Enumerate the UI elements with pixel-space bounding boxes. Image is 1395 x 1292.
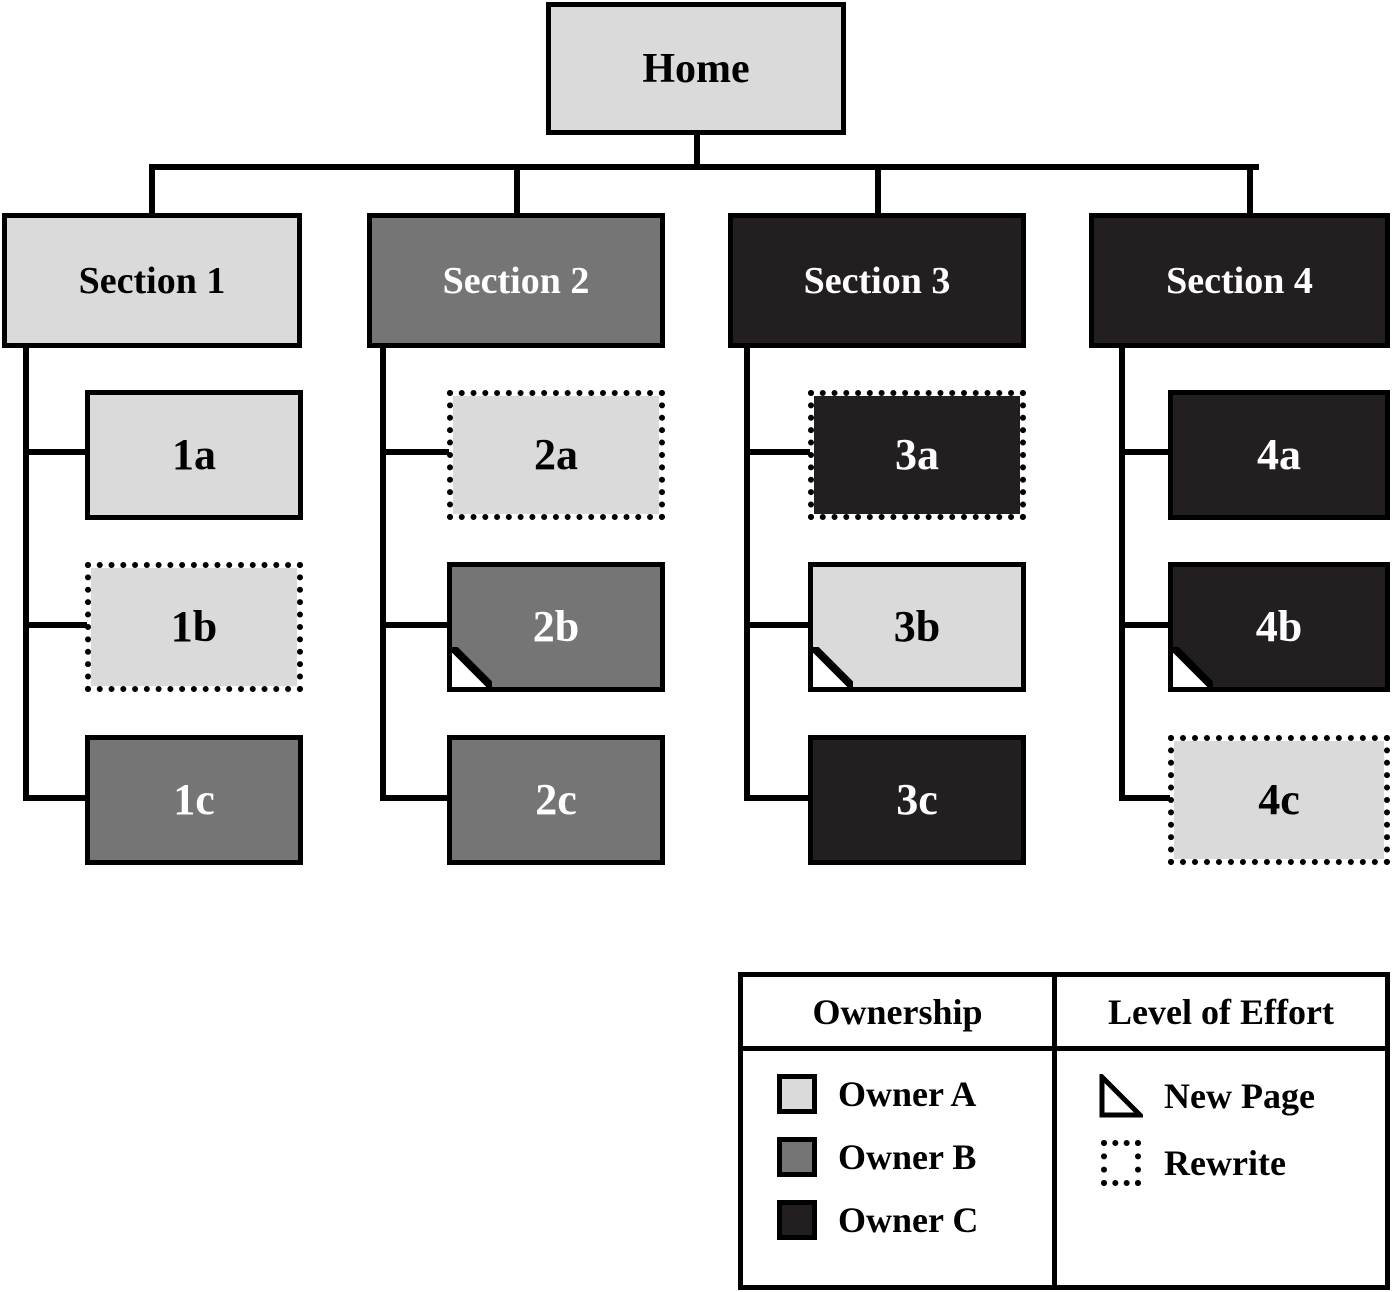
connector-trunk-section3 (744, 346, 750, 801)
connector-stub-4c (1119, 795, 1170, 801)
connector-stub-3b (744, 622, 810, 628)
connector-stub-1c (23, 795, 87, 801)
node-3b: 3b (808, 562, 1026, 692)
node-4b: 4b (1168, 562, 1390, 692)
node-2c: 2c (447, 735, 665, 865)
connector-stub-1b (23, 622, 87, 628)
node-2c-label: 2c (535, 775, 577, 824)
owner-c-swatch-icon (777, 1200, 817, 1240)
legend-effort-body: New Page Rewrite (1057, 1051, 1385, 1285)
connector-stub-1a (23, 449, 87, 455)
connector-stub-4a (1119, 449, 1170, 455)
node-section-1: Section 1 (2, 213, 302, 348)
owner-b-swatch-icon (777, 1137, 817, 1177)
node-1a-label: 1a (172, 430, 216, 479)
new-page-fold-icon (452, 647, 492, 687)
legend-item-owner-a: Owner A (777, 1073, 1052, 1115)
node-4c: 4c (1168, 735, 1390, 865)
connector-section1-stub (149, 168, 155, 213)
node-section-1-label: Section 1 (78, 259, 226, 302)
legend-item-new-page: New Page (1099, 1073, 1385, 1119)
node-3a-label: 3a (895, 430, 939, 479)
node-section-4-label: Section 4 (1166, 259, 1313, 302)
node-2a-label: 2a (534, 430, 578, 479)
node-3c: 3c (808, 735, 1026, 865)
rewrite-icon (1099, 1140, 1143, 1186)
rewrite-label: Rewrite (1164, 1143, 1286, 1183)
connector-trunk-section2 (380, 346, 386, 801)
node-1c: 1c (85, 735, 303, 865)
node-4c-label: 4c (1258, 775, 1300, 824)
new-page-fold-icon (813, 647, 853, 687)
node-1c-label: 1c (173, 775, 215, 824)
connector-main-horizontal (149, 164, 1259, 170)
node-1b-label: 1b (170, 602, 218, 651)
node-2b-label: 2b (532, 602, 580, 651)
node-4b-label: 4b (1255, 602, 1303, 651)
connector-stub-3a (744, 449, 810, 455)
node-section-3-label: Section 3 (803, 259, 951, 302)
legend-item-rewrite: Rewrite (1099, 1140, 1385, 1186)
connector-stub-3c (744, 795, 810, 801)
legend-item-owner-c: Owner C (777, 1199, 1052, 1241)
legend-ownership-header: Ownership (743, 977, 1057, 1051)
connector-stub-2b (380, 622, 449, 628)
connector-section4-stub (1247, 168, 1253, 213)
legend-ownership-title: Ownership (812, 991, 983, 1032)
node-section-3: Section 3 (728, 213, 1026, 348)
node-2a: 2a (447, 390, 665, 520)
connector-trunk-section1 (23, 346, 29, 801)
node-home-label: Home (642, 45, 750, 92)
node-2b: 2b (447, 562, 665, 692)
connector-stub-4b (1119, 622, 1170, 628)
owner-b-label: Owner B (838, 1137, 977, 1177)
connector-home-stub (694, 133, 700, 168)
node-3c-label: 3c (896, 775, 938, 824)
node-section-2: Section 2 (367, 213, 665, 348)
new-page-fold-icon (1173, 647, 1213, 687)
owner-a-label: Owner A (838, 1074, 977, 1114)
node-4a: 4a (1168, 390, 1390, 520)
new-page-icon (1099, 1073, 1143, 1119)
node-3a: 3a (808, 390, 1026, 520)
legend-ownership-body: Owner A Owner B Owner C (743, 1051, 1057, 1285)
node-section-4: Section 4 (1089, 213, 1390, 348)
node-1a: 1a (85, 390, 303, 520)
node-section-2-label: Section 2 (442, 259, 590, 302)
connector-section2-stub (514, 168, 520, 213)
connector-trunk-section4 (1119, 346, 1125, 801)
legend-table: Ownership Level of Effort Owner A Owner … (738, 972, 1390, 1290)
node-home: Home (546, 2, 846, 135)
legend-effort-title: Level of Effort (1108, 991, 1334, 1032)
legend-effort-header: Level of Effort (1057, 977, 1385, 1051)
node-4a-label: 4a (1257, 430, 1301, 479)
new-page-label: New Page (1164, 1076, 1315, 1116)
connector-stub-2c (380, 795, 449, 801)
node-3b-label: 3b (893, 602, 941, 651)
connector-section3-stub (875, 168, 881, 213)
legend-item-owner-b: Owner B (777, 1136, 1052, 1178)
connector-stub-2a (380, 449, 449, 455)
owner-a-swatch-icon (777, 1074, 817, 1114)
node-1b: 1b (85, 562, 303, 692)
owner-c-label: Owner C (838, 1200, 979, 1240)
